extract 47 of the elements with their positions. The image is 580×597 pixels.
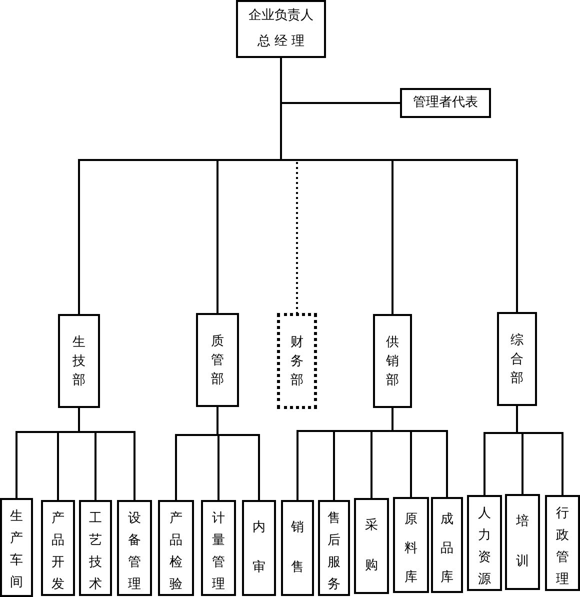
- node-label: 人力资源: [478, 505, 491, 589]
- position-box: [236, 0, 326, 58]
- node-label: 成品库: [440, 511, 454, 587]
- position-box: [400, 88, 491, 118]
- department-box: [467, 495, 502, 591]
- node-label: 管理者代表: [413, 94, 478, 112]
- department-box: [318, 500, 350, 596]
- node-label: 工艺技术: [89, 510, 102, 594]
- node-label: 生技部: [72, 334, 86, 390]
- node-label: 生产车间: [10, 508, 23, 592]
- department-box: [545, 495, 580, 591]
- department-box: [497, 312, 537, 406]
- department-box: [505, 494, 540, 590]
- node-label: 计量管理: [212, 510, 225, 594]
- node-label: 总 经 理: [257, 33, 305, 51]
- node-label: 财务部: [290, 334, 304, 390]
- node-label: 售后服务: [328, 510, 340, 594]
- connector-line: [78, 408, 136, 500]
- department-box: [79, 500, 112, 596]
- node-label: 原料库: [404, 511, 418, 587]
- node-label: 培训: [516, 513, 529, 571]
- node-label: 质管部: [211, 332, 224, 388]
- node-label: 供销部: [386, 334, 399, 390]
- node-label: 采购: [365, 517, 378, 575]
- department-box: [117, 500, 152, 596]
- department-box: [41, 500, 75, 596]
- node-label: 企业负责人: [248, 7, 314, 25]
- department-box: [431, 497, 463, 593]
- department-box: [393, 497, 429, 593]
- node-label: 产品检验: [170, 510, 182, 594]
- department-box: [354, 498, 389, 594]
- node-label: 设备管理: [128, 510, 141, 594]
- node-label: 内审: [252, 519, 266, 577]
- node-label: 产品开发: [52, 510, 64, 594]
- department-box: [277, 313, 317, 409]
- connector-line: [516, 406, 564, 495]
- department-box: [196, 313, 239, 407]
- department-box: [242, 500, 276, 596]
- department-box: [373, 314, 412, 408]
- department-box: [58, 314, 100, 408]
- node-label: 销售: [291, 519, 304, 577]
- department-box: [158, 500, 194, 596]
- node-label: 综合部: [510, 332, 524, 388]
- node-label: 行政管理: [556, 505, 569, 589]
- department-box: [281, 500, 314, 596]
- department-box: [0, 498, 33, 597]
- department-box: [201, 500, 236, 596]
